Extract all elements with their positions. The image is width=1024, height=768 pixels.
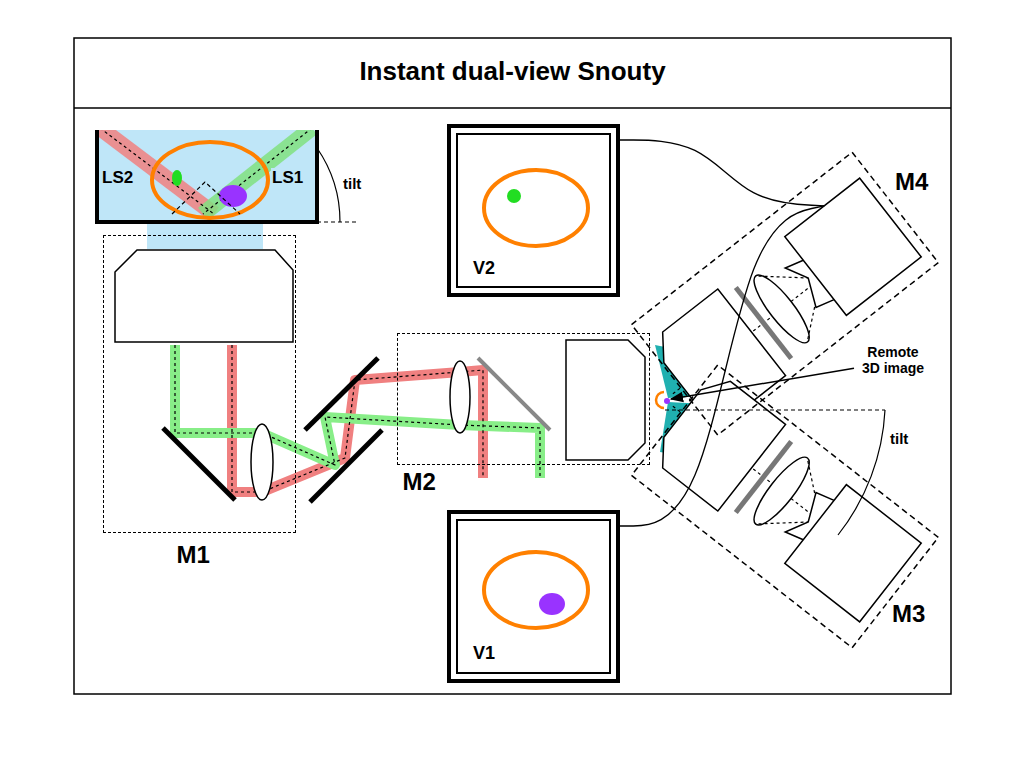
- angle-label: tilt: [889, 430, 909, 447]
- monitor: V2: [447, 124, 620, 297]
- module-label: M1: [177, 541, 210, 569]
- outer-frame: [74, 38, 951, 694]
- screen: [457, 520, 610, 673]
- m3-optics: [639, 363, 927, 622]
- angle-label: tilt: [342, 175, 362, 192]
- module-label: M4: [895, 168, 928, 196]
- mirror: [310, 430, 382, 502]
- purple-feature: [219, 185, 247, 207]
- view-label: V2: [473, 258, 495, 279]
- light-sheet-label: LS1: [271, 168, 304, 188]
- view-feature: [539, 593, 565, 615]
- tilt-arc: [838, 410, 885, 535]
- view-feature: [507, 189, 521, 203]
- remote-image: [656, 392, 664, 408]
- camera: [785, 178, 921, 315]
- lens: [450, 361, 470, 433]
- sample-outline: [152, 142, 268, 218]
- view-sample-outline: [484, 170, 588, 246]
- chamber-wall: [97, 130, 317, 222]
- dichroic-mirror: [478, 358, 550, 430]
- tilt-reference: [317, 221, 356, 222]
- callout-label: Remote 3D image: [858, 344, 928, 376]
- tube-lens: [746, 451, 817, 532]
- green-feature: [172, 170, 182, 186]
- light-sheet-label: LS2: [101, 168, 134, 188]
- lens: [251, 424, 273, 500]
- module-box: M1: [103, 235, 296, 533]
- mirror: [305, 358, 378, 430]
- tube-lens: [746, 268, 817, 349]
- remote-image-feature: [664, 398, 670, 404]
- monitor: V1: [447, 510, 620, 683]
- view-sample-outline: [484, 552, 588, 628]
- title-rule: [74, 107, 951, 109]
- module-outline: [632, 365, 939, 648]
- tilt-arc: [317, 148, 340, 222]
- module-label: M2: [403, 468, 436, 496]
- camera-cable: [620, 140, 824, 206]
- objective: [566, 340, 645, 460]
- detection-cone: [172, 182, 240, 214]
- module-label: M3: [892, 600, 925, 628]
- title: Instant dual-view Snouty: [74, 57, 951, 87]
- module-outline: [632, 152, 939, 435]
- screen: [457, 134, 610, 287]
- module-box: M4: [629, 150, 941, 437]
- objective: [115, 250, 293, 342]
- m4-optics: [639, 178, 927, 437]
- module-box: M2: [397, 333, 650, 465]
- module-outline: [629, 150, 941, 437]
- mirror: [163, 428, 235, 500]
- view-label: V1: [473, 643, 495, 664]
- module-box: M3: [629, 363, 941, 650]
- leader-arrow: [671, 368, 854, 399]
